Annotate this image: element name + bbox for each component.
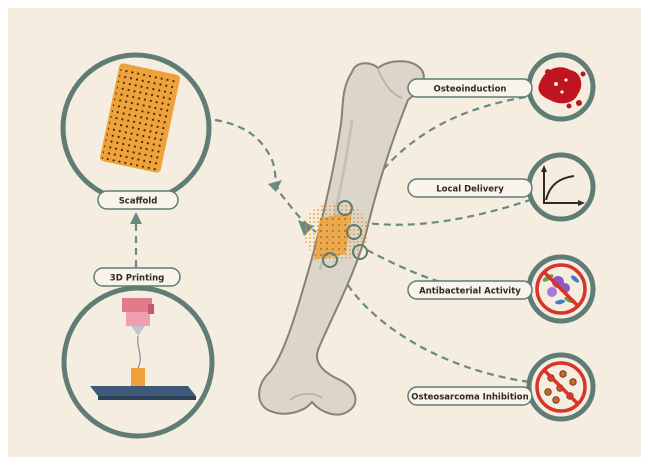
osteoinduction-circle (529, 55, 593, 119)
scaffold-circle (63, 55, 209, 201)
osteoinduction-label: Osteoinduction (434, 85, 507, 95)
osteosarcoma-label: Osteosarcoma Inhibition (411, 393, 528, 403)
local-delivery-circle (529, 155, 593, 219)
printing-label-box: 3D Printing (94, 268, 180, 286)
implanted-scaffold-dots (303, 202, 369, 262)
antibacterial-label: Antibacterial Activity (419, 287, 521, 297)
antibacterial-label-box: Antibacterial Activity (408, 281, 532, 299)
osteoinduction-label-box: Osteoinduction (408, 79, 532, 97)
local-delivery-label-box: Local Delivery (408, 179, 532, 197)
printing-label: 3D Printing (110, 274, 164, 284)
osteosarcoma-circle (529, 355, 593, 419)
printing-circle (64, 288, 212, 436)
antibacterial-circle (529, 257, 593, 321)
osteosarcoma-label-box: Osteosarcoma Inhibition (408, 387, 532, 405)
local-delivery-label: Local Delivery (436, 185, 504, 195)
scaffold-label: Scaffold (119, 197, 158, 207)
scaffold-label-box: Scaffold (98, 191, 178, 209)
